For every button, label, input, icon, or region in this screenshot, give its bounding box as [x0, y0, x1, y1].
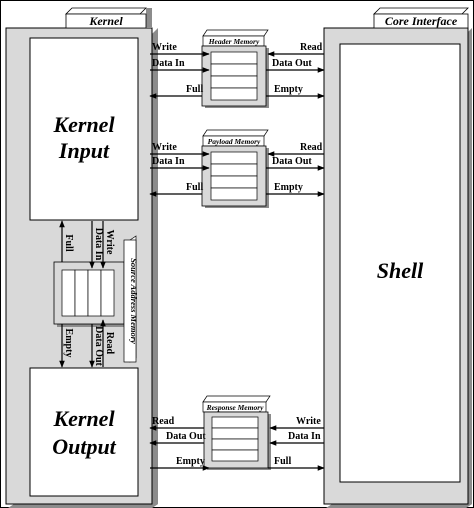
kernel-output-block: Kernel Output [29, 367, 139, 497]
payload-empty-label: Empty [274, 182, 303, 193]
payload-write-label: Write [152, 142, 177, 153]
response-datain-label: Data In [288, 431, 321, 442]
shell-block: Shell [339, 43, 461, 483]
kernel-input-label-line1: Kernel [52, 112, 115, 137]
response-empty-label: Empty [176, 456, 205, 467]
kernel-output-label-line2: Output [52, 434, 116, 459]
source-address-memory-cells [61, 269, 115, 317]
source-empty-label: Empty [63, 329, 74, 358]
payload-dataout-label: Data Out [272, 156, 312, 167]
header-memory-label: Header Memory [208, 37, 260, 46]
source-read-label: Read [104, 332, 115, 355]
header-read-label: Read [300, 42, 323, 53]
payload-memory: Payload Memory [201, 129, 269, 208]
source-dataout-label: Data Out [93, 326, 104, 366]
source-full-label: Full [63, 234, 74, 251]
response-memory-cells [211, 416, 259, 462]
payload-memory-cells [210, 151, 258, 201]
source-datain-label: Data In [93, 228, 104, 261]
payload-memory-label: Payload Memory [208, 137, 261, 146]
kernel-input-block: Kernel Input [29, 37, 139, 221]
response-memory: Response Memory [202, 395, 271, 470]
source-address-memory: Source Address Memory [53, 235, 139, 363]
header-datain-label: Data In [152, 58, 185, 69]
core-interface-label: Core Interface [385, 14, 458, 28]
payload-datain-label: Data In [152, 156, 185, 167]
header-dataout-label: Data Out [272, 58, 312, 69]
source-write-label: Write [104, 230, 115, 255]
header-full-label: Full [186, 84, 203, 95]
response-full-label: Full [274, 456, 291, 467]
kernel-input-label-line2: Input [58, 138, 110, 163]
shell-label: Shell [377, 258, 424, 283]
source-address-memory-label: Source Address Memory [129, 258, 139, 344]
header-write-label: Write [152, 42, 177, 53]
kernel-output-label-line1: Kernel [52, 406, 115, 431]
response-memory-label: Response Memory [206, 403, 265, 412]
payload-full-label: Full [186, 182, 203, 193]
payload-read-label: Read [300, 142, 323, 153]
header-memory-cells [210, 51, 258, 101]
header-empty-label: Empty [274, 84, 303, 95]
response-read-label: Read [152, 416, 175, 427]
kernel-label: Kernel [88, 14, 123, 28]
response-write-label: Write [296, 416, 321, 427]
response-dataout-label: Data Out [166, 431, 206, 442]
header-memory: Header Memory [201, 29, 269, 108]
